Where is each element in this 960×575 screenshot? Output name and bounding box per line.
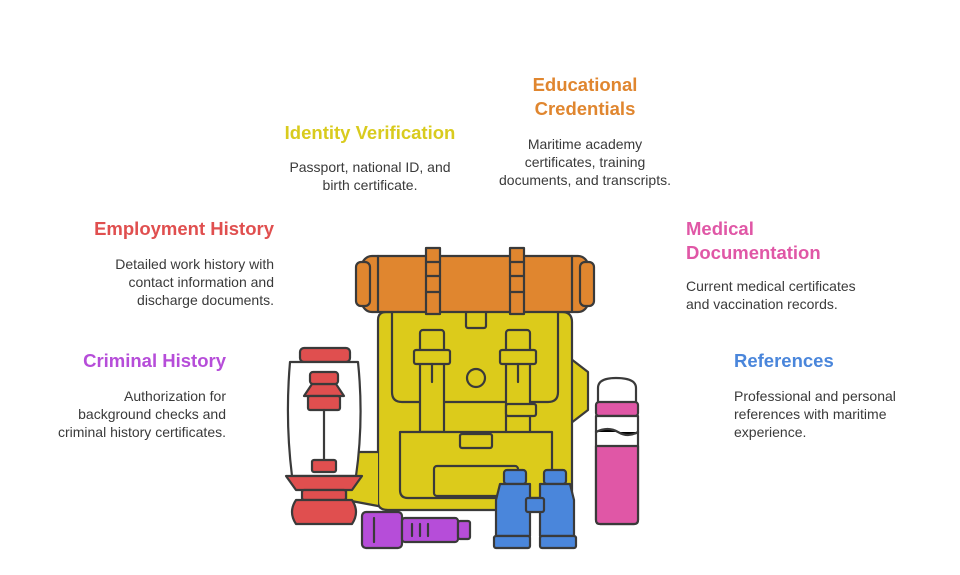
- employment-desc-line1: Detailed work history with: [115, 256, 274, 272]
- medical-title-line2: Documentation: [686, 242, 821, 263]
- backpack-icon: [344, 304, 574, 512]
- employment-history-title: Employment History: [40, 217, 274, 241]
- criminal-title-line1: Criminal History: [83, 350, 226, 371]
- medical-documentation-block: Medical Documentation Current medical ce…: [686, 217, 916, 313]
- flashlight-icon: [360, 510, 472, 550]
- educational-desc-line3: documents, and transcripts.: [499, 172, 671, 188]
- educational-credentials-title: Educational Credentials: [480, 73, 690, 121]
- criminal-history-description: Authorization for background checks and …: [20, 387, 226, 441]
- bedroll-icon: [354, 246, 596, 316]
- references-desc-line1: Professional and personal: [734, 388, 896, 404]
- references-description: Professional and personal references wit…: [734, 387, 934, 441]
- educational-desc-line1: Maritime academy: [527, 136, 643, 152]
- criminal-desc-line1: Authorization for: [124, 388, 226, 404]
- medical-desc-line2: and vaccination records.: [686, 296, 838, 312]
- medical-desc-line1: Current medical certificates: [686, 278, 856, 294]
- criminal-desc-line2: background checks and: [78, 406, 226, 422]
- references-block: References Professional and personal ref…: [734, 349, 934, 441]
- medical-documentation-title: Medical Documentation: [686, 217, 916, 265]
- references-desc-line3: experience.: [734, 424, 807, 440]
- educational-credentials-block: Educational Credentials Maritime academy…: [480, 73, 690, 189]
- binoculars-icon: [492, 468, 578, 550]
- employment-desc-line3: discharge documents.: [137, 292, 274, 308]
- educational-desc-line2: certificates, training: [524, 154, 646, 170]
- employment-history-description: Detailed work history with contact infor…: [40, 255, 274, 309]
- references-title-line1: References: [734, 350, 834, 371]
- references-title: References: [734, 349, 934, 373]
- identity-desc-line2: birth certificate.: [322, 177, 418, 193]
- lantern-icon: [284, 346, 364, 526]
- employment-title-line1: Employment History: [94, 218, 274, 239]
- identity-desc-line1: Passport, national ID, and: [289, 159, 451, 175]
- educational-title-line2: Credentials: [534, 98, 636, 119]
- references-desc-line2: references with maritime: [734, 406, 887, 422]
- educational-credentials-description: Maritime academy certificates, training …: [480, 135, 690, 189]
- identity-verification-description: Passport, national ID, and birth certifi…: [270, 158, 470, 194]
- criminal-history-block: Criminal History Authorization for backg…: [20, 349, 226, 441]
- identity-title-line1: Identity Verification: [284, 122, 456, 143]
- medical-title-line1: Medical: [686, 218, 754, 239]
- criminal-history-title: Criminal History: [20, 349, 226, 373]
- water-bottle-icon: [594, 376, 640, 526]
- identity-verification-title: Identity Verification: [270, 121, 470, 145]
- employment-desc-line2: contact information and: [128, 274, 274, 290]
- identity-verification-block: Identity Verification Passport, national…: [270, 121, 470, 194]
- employment-history-block: Employment History Detailed work history…: [40, 217, 274, 309]
- backpack-illustration: [284, 246, 640, 550]
- educational-title-line1: Educational: [532, 74, 638, 95]
- criminal-desc-line3: criminal history certificates.: [57, 424, 226, 440]
- medical-documentation-description: Current medical certificates and vaccina…: [686, 277, 916, 313]
